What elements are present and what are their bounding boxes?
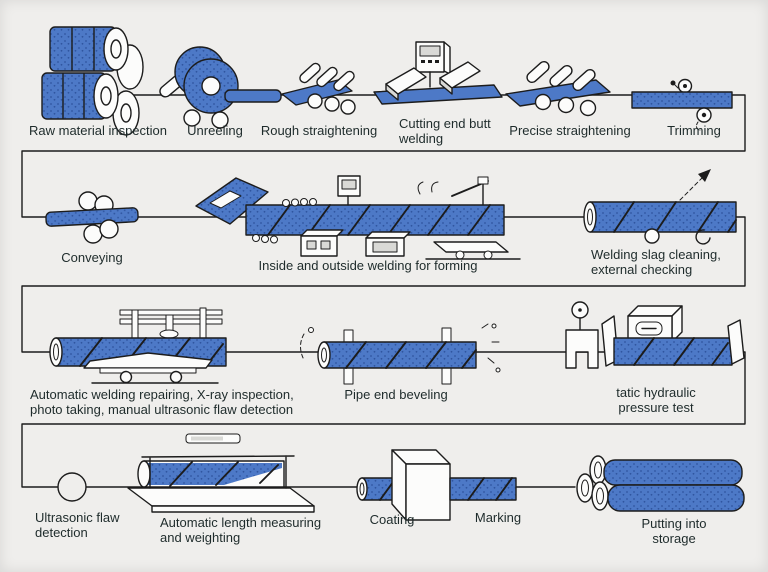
steel-strip <box>224 89 282 103</box>
rough-straightening-illustration <box>281 62 356 115</box>
label-precise-straightening: Precise straightening <box>509 123 631 138</box>
storage-pipes-illustration <box>576 455 745 512</box>
process-flow-line <box>21 94 746 488</box>
marked-pipe <box>449 477 517 501</box>
slag-cleaning-illustration <box>583 169 737 245</box>
label-marking: Marking <box>474 510 522 525</box>
precise-straightening-illustration <box>505 60 611 117</box>
checking-arrow <box>679 177 703 201</box>
welding-power-box <box>300 235 338 257</box>
label-cutting-end-butt-welding: Cutting end butt welding <box>399 116 491 147</box>
forming-welding-illustration <box>195 175 521 260</box>
spiral-pipe <box>323 341 477 369</box>
label-trimming: Trimming <box>667 123 721 138</box>
ultrasonic-probe-illustration <box>57 472 87 502</box>
label-raw-material-inspection: Raw material inspection <box>28 123 168 138</box>
label-length-measuring-weighting: Automatic length measuring and weighting <box>160 515 322 546</box>
label-unreeling: Unreeling <box>187 123 243 138</box>
label-pipe-end-beveling: Pipe end beveling <box>344 387 448 402</box>
hydraulic-pressure-test-illustration <box>565 301 745 369</box>
stored-pipe-bottom <box>607 484 745 512</box>
cutting-end-butt-welding-illustration <box>373 41 503 105</box>
label-welding-slag-cleaning: Welding slag cleaning, external checking <box>591 247 721 278</box>
pipe-end-beveling-illustration <box>300 323 501 385</box>
spiral-pipe <box>245 204 505 236</box>
welding-repairing-illustration <box>49 307 227 384</box>
label-inside-outside-welding: Inside and outside welding for forming <box>258 258 478 273</box>
label-ultrasonic-flaw-detection: Ultrasonic flaw detection <box>35 510 120 541</box>
label-hydraulic-pressure-test: tatic hydraulic pressure test <box>616 385 696 416</box>
conveying-illustration <box>45 191 139 244</box>
label-putting-into-storage: Putting into storage <box>641 516 707 547</box>
coating-box <box>405 463 451 521</box>
raw-material-coils-illustration <box>41 26 144 136</box>
label-conveying: Conveying <box>61 250 123 265</box>
length-measuring-illustration <box>127 433 315 513</box>
xray-head <box>165 314 174 332</box>
label-auto-welding-repairing: Automatic welding repairing, X-ray inspe… <box>30 387 294 418</box>
spiral-pipe <box>613 337 733 366</box>
weighing-platform <box>127 487 315 507</box>
unreeling-illustration <box>159 46 282 129</box>
coating-illustration <box>356 449 517 521</box>
stored-pipe-top <box>603 459 743 486</box>
label-rough-straightening: Rough straightening <box>260 123 378 138</box>
trimming-illustration <box>631 78 733 131</box>
label-coating: Coating <box>369 512 415 527</box>
